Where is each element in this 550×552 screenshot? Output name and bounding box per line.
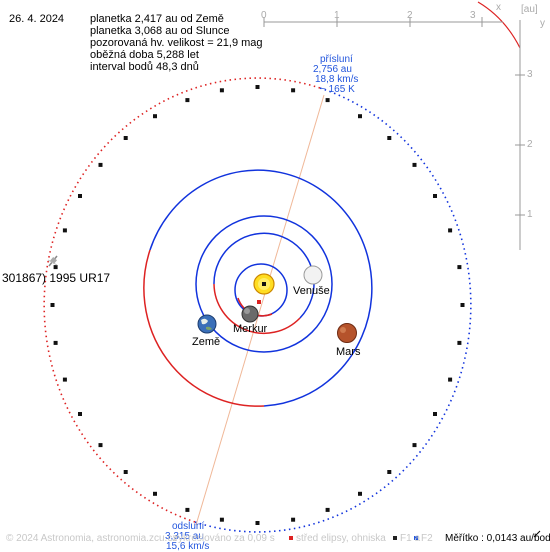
asteroid-orbit-blue-arc xyxy=(194,87,472,533)
mars-label: Mars xyxy=(336,346,361,358)
apsis-line xyxy=(195,94,325,526)
orbit-position-point xyxy=(53,265,58,270)
orbit-position-point xyxy=(98,443,103,448)
legend-f2-square xyxy=(414,536,418,540)
right-axis-unit-y: y xyxy=(540,18,545,29)
orbit-position-point xyxy=(358,491,362,496)
orbit-position-point xyxy=(448,377,453,382)
top-axis-tick-3: 3 xyxy=(470,10,476,21)
earth-label: Země xyxy=(192,336,221,348)
orbit-position-point xyxy=(185,507,190,512)
asteroid-probe-icon xyxy=(47,255,58,267)
aphelion-distance: 3,315 au xyxy=(165,531,204,542)
venus-orbit xyxy=(213,232,315,319)
aphelion-title: odsluní xyxy=(172,521,205,532)
footer-legend-center: střed elipsy, ohniska xyxy=(296,533,386,544)
orbit-position-point xyxy=(219,517,224,522)
legend-f1-square xyxy=(393,536,397,540)
orbit-position-point xyxy=(457,265,462,270)
date-label: 26. 4. 2024 xyxy=(9,13,65,25)
sun xyxy=(253,273,275,295)
aphelion-speed: 15,6 km/s xyxy=(166,541,210,552)
top-axis xyxy=(263,17,503,27)
perihelion-period: ~ 165 K xyxy=(320,84,355,95)
orbit-position-point xyxy=(62,377,67,382)
right-axis-tick-3: 3 xyxy=(527,69,533,80)
mercury-planet xyxy=(241,305,259,323)
orbit-position-point xyxy=(53,340,58,345)
top-axis-unit-x: x xyxy=(496,2,501,13)
orbit-position-point xyxy=(255,521,260,525)
top-axis-unit-au: [au] xyxy=(521,4,538,15)
orbit-position-point xyxy=(325,98,330,103)
orbit-position-point xyxy=(123,136,128,140)
orbit-position-point xyxy=(78,412,82,416)
orbit-position-point xyxy=(185,98,190,103)
orbit-position-point xyxy=(78,194,82,198)
orbit-position-point xyxy=(62,228,67,233)
top-axis-tick-1: 1 xyxy=(334,10,340,21)
legend-center-square xyxy=(289,536,293,540)
orbit-position-point xyxy=(433,194,437,198)
info-line-interval: interval bodů 48,3 dnů xyxy=(90,61,199,73)
asteroid-orbit xyxy=(43,1,521,533)
right-axis-tick-2: 2 xyxy=(527,139,533,150)
earth-orbit xyxy=(195,215,333,353)
info-line-earth-distance: planetka 2,417 au od Země xyxy=(90,13,224,25)
mars-orbit xyxy=(149,169,373,407)
info-line-period: oběžná doba 5,288 let xyxy=(90,49,199,61)
mercury-label: Merkur xyxy=(233,323,268,335)
asteroid-position-points xyxy=(50,85,465,525)
orbit-position-point xyxy=(123,470,128,474)
right-axis xyxy=(515,20,525,250)
orbit-position-point xyxy=(387,470,392,474)
perihelion-distance: 2,756 au xyxy=(313,64,352,75)
orbit-position-point xyxy=(460,303,465,307)
perihelion-speed: 18,8 km/s xyxy=(315,74,359,85)
orbit-position-point xyxy=(291,517,296,522)
orbit-position-point xyxy=(219,88,224,93)
orbit-position-point xyxy=(448,228,453,233)
orbit-position-point xyxy=(457,340,462,345)
footer-scale: Měřítko : 0,0143 au/bod xyxy=(445,533,550,544)
footer-legend-f1: F1 a xyxy=(400,533,421,544)
asteroid-orbit-red-arc xyxy=(43,77,321,523)
mars-orbit-red xyxy=(143,249,265,407)
mars-planet xyxy=(337,323,357,343)
orbit-position-point xyxy=(433,412,437,416)
venus-planet xyxy=(303,265,323,285)
orbit-position-point xyxy=(387,136,392,140)
ellipse-center-marker xyxy=(257,300,261,304)
orbit-position-point xyxy=(50,303,55,307)
footer-credit: © 2024 Astronomia, astronomia.zcu.cz xyxy=(6,533,178,544)
orbit-position-point xyxy=(255,85,260,89)
footer-legend-f2: F2 xyxy=(421,533,433,544)
asteroid-label: 301867) 1995 UR17 xyxy=(2,271,111,285)
top-axis-tick-0: 0 xyxy=(261,10,267,21)
orbit-position-point xyxy=(98,162,103,167)
top-axis-tick-2: 2 xyxy=(407,10,413,21)
orbit-position-point xyxy=(153,114,157,119)
venus-orbit-red xyxy=(213,283,301,335)
earth-planet xyxy=(197,314,217,334)
orbit-position-point xyxy=(412,443,417,448)
perihelion-title: přísluní xyxy=(320,54,353,65)
orbit-position-point xyxy=(358,114,362,119)
right-axis-tick-1: 1 xyxy=(527,209,533,220)
orbit-position-point xyxy=(325,507,330,512)
footer-render-time: vykreslováno za 0,09 s xyxy=(173,533,275,544)
venus-label: Venuše xyxy=(293,285,330,297)
orbit-position-point xyxy=(412,162,417,167)
orbit-position-point xyxy=(153,491,157,496)
info-line-magnitude: pozorovaná hv. velikost = 21,9 mag xyxy=(90,37,263,49)
orbit-position-point xyxy=(291,88,296,93)
info-line-sun-distance: planetka 3,068 au od Slunce xyxy=(90,25,230,37)
scale-mark xyxy=(533,530,541,538)
